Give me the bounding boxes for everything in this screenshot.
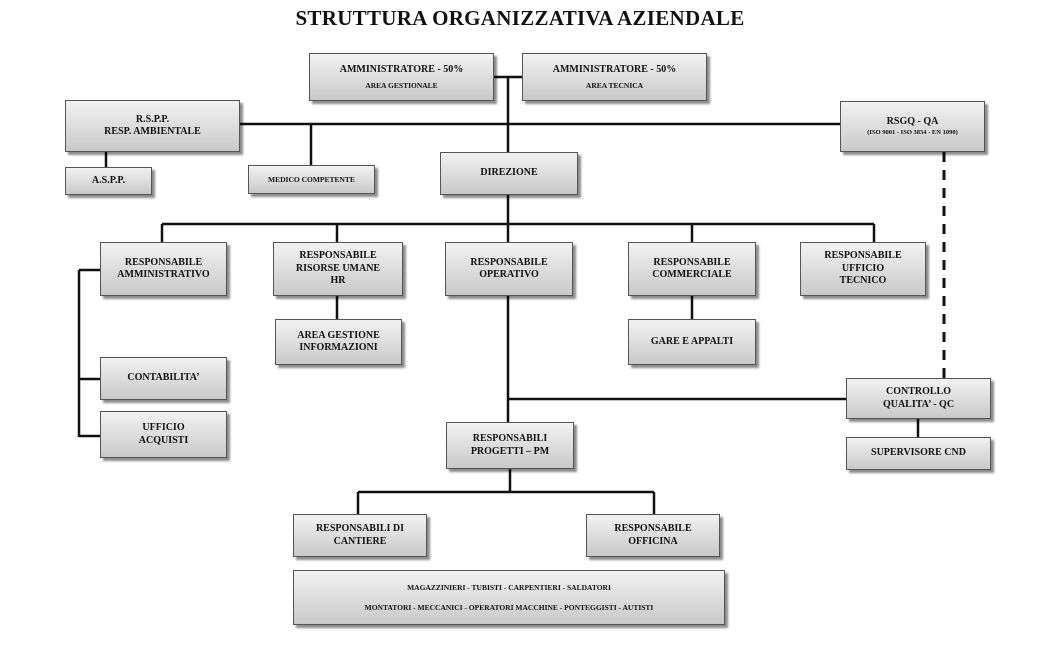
node-line-2: OPERATIVO — [479, 269, 539, 280]
node-line-1: UFFICIO — [142, 422, 185, 433]
node-line-2: UFFICIO — [841, 262, 885, 274]
node-amministratore-tecnica: AMMINISTRATORE - 50% AREA TECNICA — [522, 53, 707, 101]
node-subtitle: RESP. AMBIENTALE — [104, 126, 201, 137]
node-amministratore-gestionale: AMMINISTRATORE - 50% AREA GESTIONALE — [309, 53, 494, 101]
node-line-2: OFFICINA — [628, 535, 678, 547]
node-subtitle: AREA GESTIONALE — [365, 80, 438, 90]
node-title: R.S.P.P. — [135, 113, 170, 125]
node-responsabile-ufficio-tecnico: RESPONSABILE UFFICIO TECNICO — [800, 242, 926, 296]
node-line-2: ACQUISTI — [138, 434, 189, 446]
node-line-1: RESPONSABILI DI — [315, 523, 405, 534]
node-responsabili-cantiere: RESPONSABILI DI CANTIERE — [293, 514, 427, 557]
node-direzione: DIREZIONE — [440, 152, 578, 195]
node-line-1: RESPONSABILE — [299, 250, 377, 262]
node-contabilita: CONTABILITA’ — [100, 357, 227, 400]
node-title: A.S.P.P. — [91, 174, 126, 186]
node-responsabili-progetti: RESPONSABILI PROGETTI – PM — [446, 422, 574, 469]
node-line-2: CANTIERE — [333, 535, 387, 547]
node-area-gestione-informazioni: AREA GESTIONE INFORMAZIONI — [275, 319, 402, 365]
node-line-1: CONTROLLO — [885, 386, 951, 397]
node-line-1: RESPONSABILE — [824, 250, 902, 262]
node-title: GARE E APPALTI — [650, 335, 734, 347]
node-line-3: TECNICO — [839, 275, 887, 287]
node-line-2: COMMERCIALE — [652, 269, 732, 280]
workers-line-1: MAGAZZINIERI - TUBISTI - CARPENTIERI - S… — [407, 583, 611, 593]
node-line-2: RISORSE UMANE — [295, 262, 381, 274]
node-line-1: RESPONSABILE — [470, 256, 548, 268]
node-title: DIREZIONE — [480, 167, 538, 179]
node-responsabile-amministrativo: RESPONSABILE AMMINISTRATIVO — [100, 242, 227, 296]
node-ufficio-acquisti: UFFICIO ACQUISTI — [100, 411, 227, 458]
node-line-2: INFORMAZIONI — [299, 342, 378, 353]
node-title: SUPERVISORE CND — [871, 447, 966, 459]
node-subtitle: AREA TECNICA — [585, 80, 644, 90]
node-line-1: RESPONSABILE — [614, 523, 692, 534]
node-controllo-qualita: CONTROLLO QUALITA’ - QC — [846, 378, 991, 419]
node-line-3: HR — [330, 275, 346, 287]
chart-title: STRUTTURA ORGANIZZATIVA AZIENDALE — [295, 6, 745, 30]
node-workers: MAGAZZINIERI - TUBISTI - CARPENTIERI - S… — [293, 570, 725, 625]
node-title: CONTABILITA’ — [127, 372, 200, 384]
node-title: AMMINISTRATORE - 50% — [339, 64, 464, 76]
node-line-1: RESPONSABILE — [653, 256, 731, 268]
node-title: MEDICO COMPETENTE — [268, 174, 355, 184]
node-line-1: RESPONSABILE — [124, 256, 203, 268]
node-responsabile-operativo: RESPONSABILE OPERATIVO — [445, 242, 573, 296]
node-line-2: QUALITA’ - QC — [882, 398, 955, 410]
node-gare-e-appalti: GARE E APPALTI — [628, 319, 756, 365]
node-aspp: A.S.P.P. — [65, 167, 152, 195]
node-rsgq-qa: RSGQ - QA (ISO 9001 - ISO 3834 - EN 1090… — [840, 101, 985, 152]
node-responsabile-commerciale: RESPONSABILE COMMERCIALE — [628, 242, 756, 296]
node-responsabile-risorse-umane: RESPONSABILE RISORSE UMANE HR — [273, 242, 403, 296]
node-subtitle: (ISO 9001 - ISO 3834 - EN 1090) — [867, 129, 958, 137]
node-line-1: RESPONSABILI — [472, 433, 548, 444]
node-title: RSGQ - QA — [886, 115, 939, 127]
node-responsabile-officina: RESPONSABILE OFFICINA — [586, 514, 720, 557]
node-rspp: R.S.P.P. RESP. AMBIENTALE — [65, 100, 240, 152]
node-line-1: AREA GESTIONE — [297, 329, 380, 341]
node-supervisore-cnd: SUPERVISORE CND — [846, 437, 991, 470]
workers-line-2: MONTATORI - MECCANICI - OPERATORI MACCHI… — [364, 602, 654, 612]
node-title: AMMINISTRATORE - 50% — [552, 64, 677, 76]
node-line-2: PROGETTI – PM — [470, 445, 550, 457]
node-medico-competente: MEDICO COMPETENTE — [248, 165, 375, 194]
node-line-2: AMMINISTRATIVO — [117, 269, 210, 280]
